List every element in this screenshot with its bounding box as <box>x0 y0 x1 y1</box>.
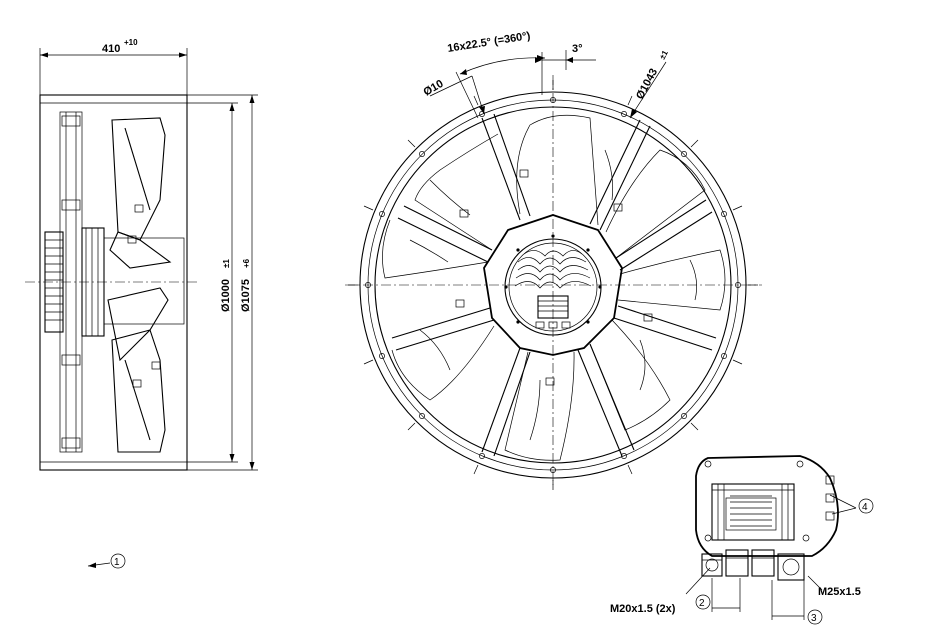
hub <box>483 214 623 356</box>
dia-outer-tol: +6 <box>242 258 251 268</box>
callout-1: 1 <box>87 553 126 569</box>
depth-label: 410 <box>102 43 120 55</box>
detail-leaders <box>685 494 857 620</box>
side-view: 410 +10 Ø1000 ±1 Ø1075 +6 <box>25 38 258 471</box>
callout-4: 4 <box>858 498 874 514</box>
dim-spacing: 16x22.5° (=360°) <box>447 30 546 119</box>
mounting-holes <box>365 97 741 473</box>
motor-fins <box>514 250 592 329</box>
dim-angle: 3° <box>535 43 596 95</box>
dia-inner-tol: ±1 <box>222 259 231 268</box>
dia-inner-label: Ø1000 <box>220 279 232 312</box>
callout-2-label: 2 <box>699 598 705 609</box>
terminal-box <box>695 455 839 557</box>
front-view: 16x22.5° (=360°) 3° Ø10 Ø1043 ±1 <box>345 30 762 490</box>
spacing-label: 16x22.5° (=360°) <box>447 30 532 55</box>
struts <box>391 113 717 457</box>
dim-bolt-circle: Ø1043 ±1 <box>629 48 670 119</box>
side-housing <box>39 94 188 471</box>
callout-1-label: 1 <box>114 557 120 568</box>
cable-glands <box>701 549 805 581</box>
dim-depth: 410 +10 <box>39 38 188 95</box>
side-blades <box>107 117 172 453</box>
angle-label: 3° <box>572 43 583 55</box>
hole-label: Ø10 <box>422 78 446 99</box>
detail-view: M20x1.5 (2x) M25x1.5 2 3 4 <box>610 455 874 625</box>
callout-3: 3 <box>807 609 823 625</box>
depth-tol: +10 <box>124 38 138 47</box>
gland-small-label: M20x1.5 (2x) <box>610 603 676 615</box>
front-blades <box>382 114 726 461</box>
callout-3-label: 3 <box>811 613 817 624</box>
callout-2: 2 <box>695 594 711 610</box>
callout-4-label: 4 <box>862 502 868 513</box>
bolt-circle-label: Ø1043 <box>634 67 660 102</box>
gland-large-label: M25x1.5 <box>818 586 861 598</box>
dia-outer-label: Ø1075 <box>240 279 252 312</box>
dim-diameters: Ø1000 ±1 Ø1075 +6 <box>187 94 258 471</box>
bolt-circle-tol: ±1 <box>658 48 670 61</box>
